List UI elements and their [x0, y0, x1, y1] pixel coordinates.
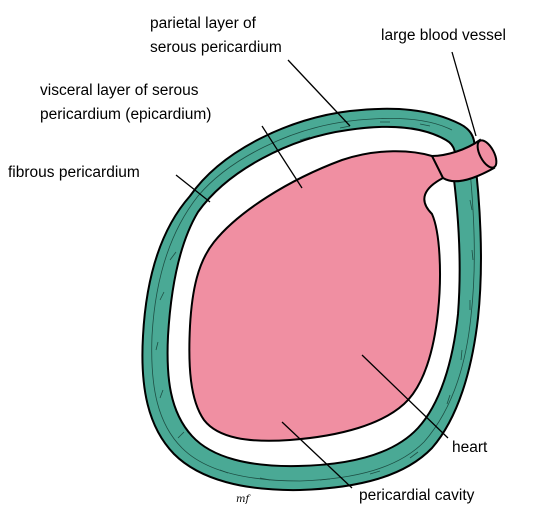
label-visceral-line2: pericardium (epicardium)	[40, 106, 211, 123]
label-vessel: large blood vessel	[381, 27, 506, 44]
label-cavity: pericardial cavity	[359, 487, 475, 504]
label-parietal-line2: serous pericardium	[150, 39, 282, 56]
label-parietal-line1: parietal layer of	[150, 15, 257, 32]
artist-signature: mf	[236, 494, 251, 505]
label-fibrous: fibrous pericardium	[8, 164, 140, 181]
label-visceral-line1: visceral layer of serous	[40, 82, 199, 99]
label-heart: heart	[452, 439, 488, 456]
